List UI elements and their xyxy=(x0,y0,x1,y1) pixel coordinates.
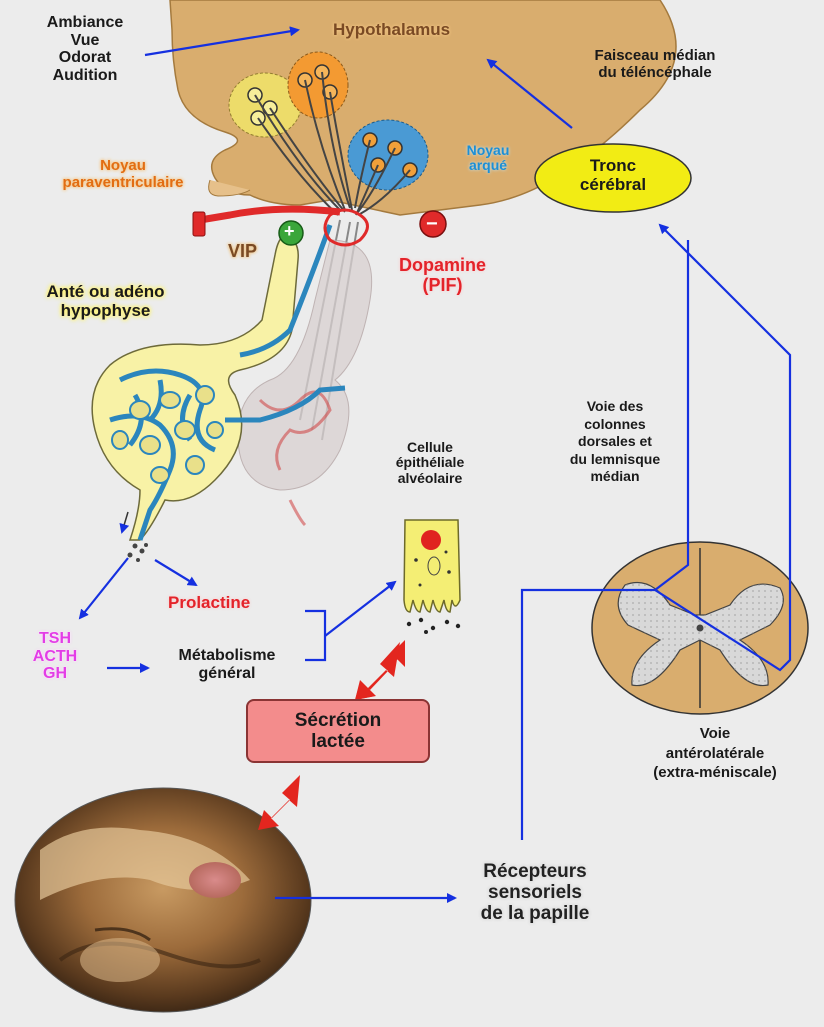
voie-antero-line: antérolatérale xyxy=(630,744,800,764)
release-arrow xyxy=(122,512,128,532)
voie-dorsale-line: Voie des xyxy=(545,398,685,416)
tronc-line: cérébral xyxy=(548,176,678,195)
ante-hypophyse-label: Anté ou adéno hypophyse xyxy=(18,283,193,320)
metabolisme-label: Métabolisme général xyxy=(152,647,302,682)
senses-item: Vue xyxy=(30,32,140,50)
noyau-paraventriculaire-label: Noyau paraventriculaire xyxy=(48,158,198,191)
faisceau-label: Faisceau médian du téléncéphale xyxy=(555,48,755,81)
noyau-para-line: Noyau xyxy=(48,158,198,175)
milk-droplets xyxy=(407,618,460,634)
dopamine-line: (PIF) xyxy=(380,276,505,296)
voie-anterolaterale-label: Voie antérolatérale (extra-méniscale) xyxy=(630,724,800,783)
artery-cap xyxy=(193,212,205,236)
recepteurs-line: sensoriels xyxy=(455,883,615,904)
minus-sign: − xyxy=(426,213,438,235)
ante-line: Anté ou adéno xyxy=(18,283,193,302)
plus-sign: + xyxy=(284,222,295,242)
hormone-item: ACTH xyxy=(25,648,85,666)
dopamine-label: Dopamine (PIF) xyxy=(380,256,505,296)
orange-nucleus-cluster xyxy=(288,52,348,118)
senses-label: Ambiance Vue Odorat Audition xyxy=(30,14,140,84)
faisceau-line: Faisceau médian xyxy=(555,48,755,65)
tronc-cerebral-label: Tronc cérébral xyxy=(548,157,678,194)
voie-dorsale-line: colonnes xyxy=(545,416,685,434)
metabolisme-line: général xyxy=(152,665,302,683)
noyau-arque-line: arqué xyxy=(448,158,528,173)
hormones-label: TSH ACTH GH xyxy=(25,630,85,683)
dopamine-line: Dopamine xyxy=(380,256,505,276)
voie-antero-line: Voie xyxy=(630,724,800,744)
voie-dorsale-line: médian xyxy=(545,468,685,486)
recepteurs-line: de la papille xyxy=(455,904,615,925)
ante-line: hypophyse xyxy=(18,302,193,321)
spinal-cord-section xyxy=(592,542,808,714)
hormone-release-dots xyxy=(128,543,149,562)
cellule-label: Cellule épithéliale alvéolaire xyxy=(375,440,485,486)
hormone-item: GH xyxy=(25,665,85,683)
senses-item: Odorat xyxy=(30,49,140,67)
noyau-arque-label: Noyau arqué xyxy=(448,143,528,174)
cellule-line: alvéolaire xyxy=(375,471,485,486)
recepteurs-label: Récepteurs sensoriels de la papille xyxy=(455,862,615,925)
recepteurs-line: Récepteurs xyxy=(455,862,615,883)
faisceau-line: du téléncéphale xyxy=(555,65,755,82)
voie-dorsale-line: dorsales et xyxy=(545,433,685,451)
secretion-line: Sécrétion xyxy=(248,711,428,732)
voie-dorsale-label: Voie des colonnes dorsales et du lemnisq… xyxy=(545,398,685,486)
hypothalamus-label: Hypothalamus xyxy=(333,21,450,40)
cellule-line: Cellule xyxy=(375,440,485,455)
senses-item: Audition xyxy=(30,67,140,85)
secretion-line: lactée xyxy=(248,732,428,753)
senses-item: Ambiance xyxy=(30,14,140,32)
noyau-para-line: paraventriculaire xyxy=(48,175,198,192)
cellule-line: épithéliale xyxy=(375,455,485,470)
voie-dorsale-line: du lemnisque xyxy=(545,451,685,469)
vip-label: VIP xyxy=(228,242,257,262)
epithelial-cell xyxy=(404,520,460,612)
voie-antero-line: (extra-méniscale) xyxy=(630,763,800,783)
hormone-item: TSH xyxy=(25,630,85,648)
red-artery xyxy=(200,209,340,220)
prolactine-label: Prolactine xyxy=(168,594,250,613)
tronc-line: Tronc xyxy=(548,157,678,176)
metabolisme-line: Métabolisme xyxy=(152,647,302,665)
secretion-lactee-box: Sécrétion lactée xyxy=(246,699,430,763)
